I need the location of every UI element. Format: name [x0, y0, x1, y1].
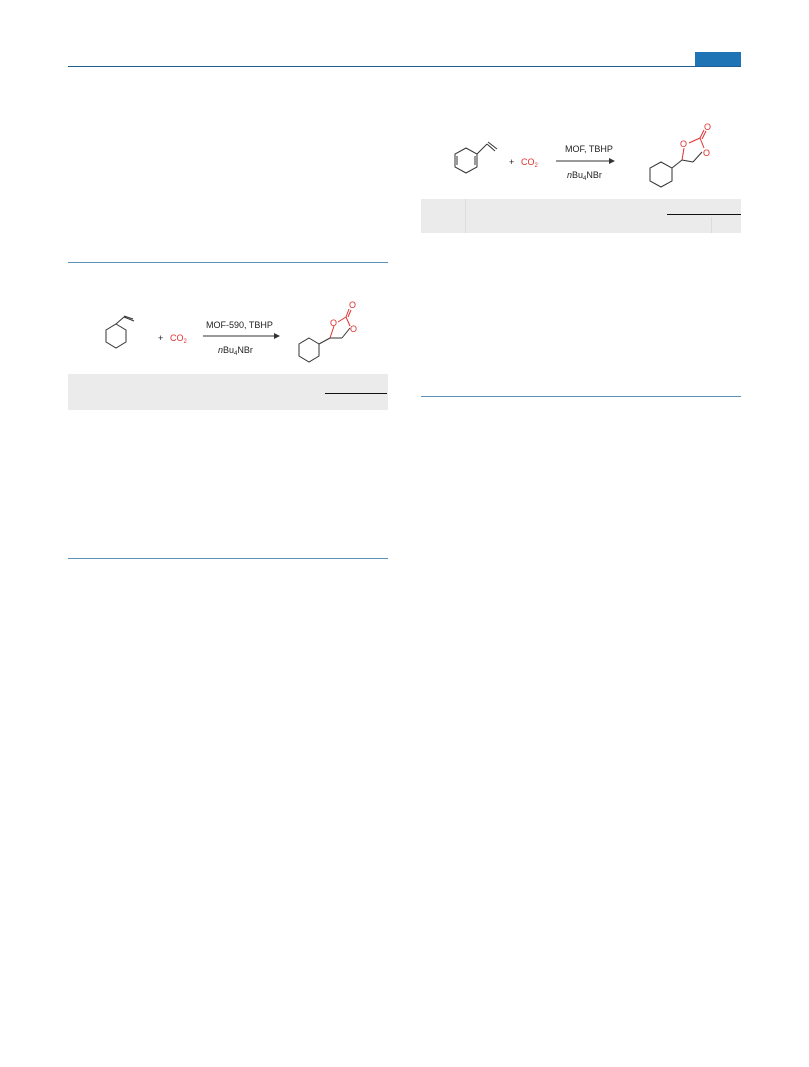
styrene-structure: [105, 315, 135, 349]
conditions-below: nBu4NBr: [567, 170, 602, 182]
right-table-bottom-rule: [421, 396, 741, 397]
right-scheme-svg: + CO2 MOF, TBHP nBu4NBr O O O: [454, 122, 711, 188]
ring-oxygen-1: O: [680, 139, 687, 149]
left-table-top-rule: [68, 262, 388, 263]
arrow-head: [609, 158, 615, 164]
conditions-above: MOF, TBHP: [565, 144, 613, 154]
left-table-bottom-rule: [68, 558, 388, 559]
ring-oxygen-2: O: [350, 324, 357, 334]
right-table-column-divider-2: [711, 217, 712, 233]
carbonate-product: [298, 308, 352, 363]
left-table-header-band: [68, 374, 388, 410]
scheme-plus: +: [158, 333, 163, 343]
co2-label: CO2: [170, 333, 188, 345]
right-reaction-scheme: + CO2 MOF, TBHP nBu4NBr O O O: [421, 118, 741, 198]
co2-label: CO2: [521, 157, 539, 169]
header-rule: [68, 66, 741, 67]
right-table-header-band: [421, 199, 741, 233]
arrow-head: [274, 333, 280, 339]
ring-oxygen-2: O: [703, 148, 710, 158]
carbonyl-oxygen: O: [349, 300, 356, 310]
scheme-plus: +: [509, 157, 514, 167]
header-accent-tab: [695, 52, 741, 66]
left-scheme-svg: + CO2 MOF-590, TBHP nBu4NBr O O O: [105, 300, 357, 363]
conditions-below: nBu4NBr: [218, 345, 253, 357]
left-table-subheader-line: [325, 393, 387, 394]
right-table-column-divider: [465, 199, 466, 233]
styrene-structure: [454, 141, 498, 174]
ring-oxygen-1: O: [330, 318, 337, 328]
carbonyl-oxygen: O: [704, 122, 711, 132]
left-reaction-scheme: + CO2 MOF-590, TBHP nBu4NBr O O O: [68, 290, 388, 370]
conditions-above: MOF-590, TBHP: [206, 320, 273, 330]
carbonate-product: [649, 129, 707, 188]
right-table-subheader-line: [667, 214, 741, 215]
